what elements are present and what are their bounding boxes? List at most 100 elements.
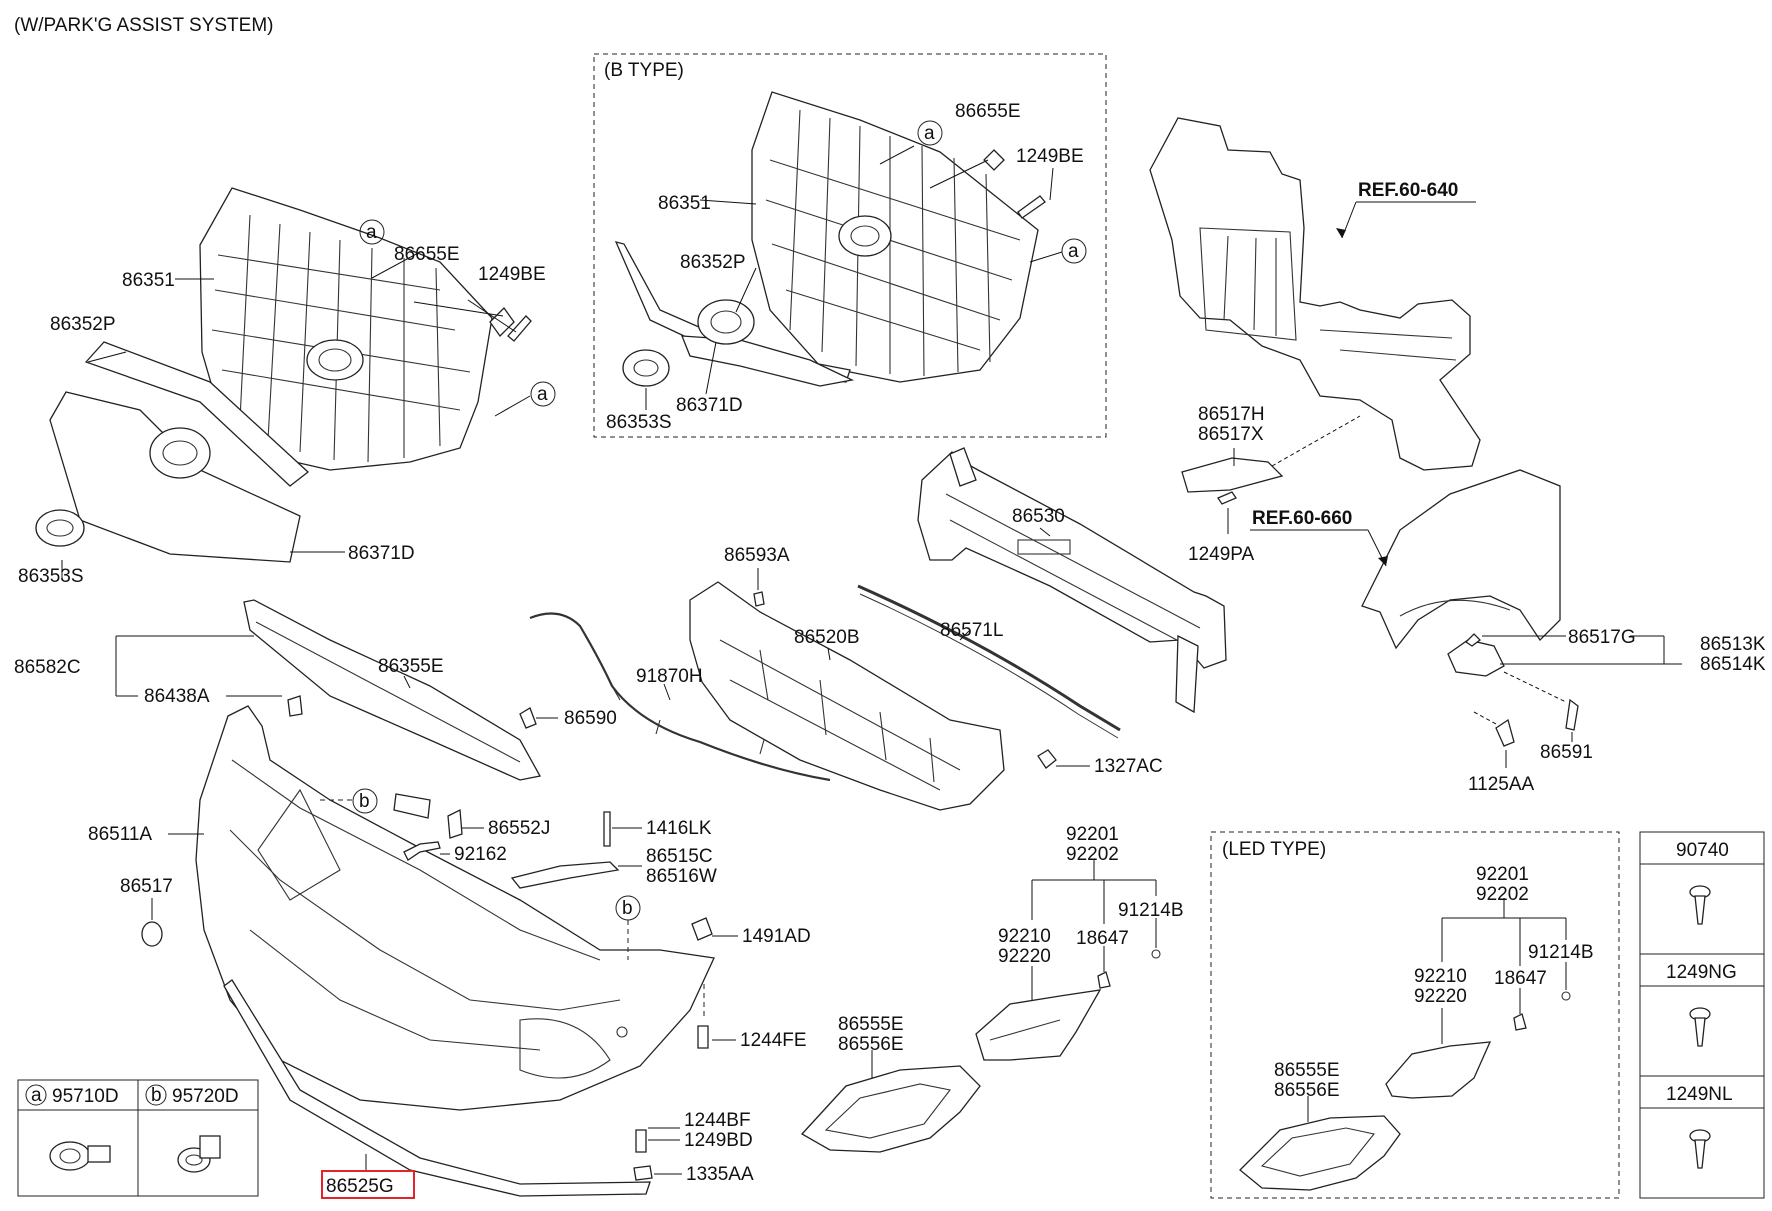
led-label-92220: 92220 [1414, 986, 1467, 1007]
label-86513K: 86513K [1700, 634, 1766, 655]
bulb-91214B [1151, 949, 1161, 959]
label-86593A: 86593A [724, 545, 790, 566]
b-type-inset-title: (B TYPE) [604, 60, 684, 81]
label-86552J: 86552J [488, 818, 550, 839]
label-1249PA: 1249PA [1188, 544, 1255, 565]
energy-absorber-86520B [689, 581, 1005, 811]
radiator-grille-main [199, 187, 493, 471]
led-label-92201: 92201 [1476, 864, 1529, 885]
label-86517X: 86517X [1198, 424, 1264, 445]
b-type-callout-a-top-label: a [924, 123, 935, 144]
screw-1249NL-icon [1689, 1129, 1711, 1169]
legend-95710D: 95710D [52, 1086, 119, 1107]
b-type-garnish-86371D [681, 299, 855, 387]
bracket-86517H [1181, 457, 1284, 493]
clip-86593A [753, 591, 765, 607]
b-type-clip-86655E [983, 149, 1005, 171]
screw-90740-icon [1689, 885, 1711, 925]
rod-86571L [857, 584, 1121, 732]
fog-lamp-cover-86555E [800, 1065, 981, 1153]
label-1249BE: 1249BE [478, 264, 546, 285]
label-92201: 92201 [1066, 824, 1119, 845]
b-type-inset-box [593, 53, 1107, 438]
bracket-86552J [393, 793, 431, 819]
label-86525G: 86525G [326, 1176, 394, 1197]
bumper-cover-86511A [195, 705, 715, 1111]
garnish-86515C [510, 861, 620, 889]
label-86520B: 86520B [794, 627, 860, 648]
label-91870H: 91870H [636, 666, 703, 687]
callout-b-lower-label: b [622, 898, 633, 919]
screw-1249PA [1217, 491, 1237, 505]
label-1249BD: 1249BD [684, 1130, 753, 1151]
b-type-callout-a-side-label: a [1068, 241, 1079, 262]
label-86582C: 86582C [14, 657, 81, 678]
bolt-1416LK [603, 811, 611, 847]
fastener-1249NL-label: 1249NL [1666, 1084, 1733, 1105]
label-86571L: 86571L [940, 620, 1003, 641]
b-type-screw-1249BE [1017, 195, 1046, 219]
label-86438A: 86438A [144, 686, 210, 707]
clip-1335AA [633, 1165, 653, 1181]
diagram-title: (W/PARK'G ASSIST SYSTEM) [14, 15, 273, 36]
screw-86591 [1565, 698, 1579, 731]
label-86514K: 86514K [1700, 654, 1766, 675]
label-86517G: 86517G [1568, 627, 1636, 648]
led-type-inset-title: (LED TYPE) [1222, 839, 1326, 860]
led-label-18647: 18647 [1494, 968, 1547, 989]
legend-95720D: 95720D [172, 1086, 239, 1107]
wiring-harness-91870H [529, 612, 831, 782]
label-86516W: 86516W [646, 866, 717, 887]
screw-92162 [403, 841, 441, 861]
b-type-label-1249BE: 1249BE [1016, 146, 1084, 167]
label-86591: 86591 [1540, 742, 1593, 763]
fastener-table [1639, 831, 1765, 1199]
label-1244BF: 1244BF [684, 1110, 751, 1131]
clip-86655E [489, 306, 515, 338]
lower-lip-86525G [223, 979, 651, 1197]
label-92162: 92162 [454, 844, 507, 865]
led-label-86555E: 86555E [1274, 1060, 1340, 1081]
legend-callout-b: b [151, 1085, 162, 1106]
screw-1244FE [697, 1025, 709, 1049]
highlight-86525G [321, 1170, 415, 1199]
b-type-label-86371D: 86371D [676, 395, 743, 416]
led-fog-lamp-92201 [1385, 1041, 1492, 1099]
label-92220: 92220 [998, 946, 1051, 967]
label-86530: 86530 [1012, 506, 1065, 527]
label-86355E: 86355E [378, 656, 444, 677]
screw-1244BF [635, 1129, 647, 1153]
fastener-90740-label: 90740 [1676, 840, 1729, 861]
label-1335AA: 1335AA [686, 1164, 754, 1185]
emblem-86353S [35, 509, 85, 547]
b-type-label-86351: 86351 [658, 193, 711, 214]
led-fog-lamp-cover-86555E [1239, 1115, 1401, 1191]
label-86511A: 86511A [88, 824, 152, 845]
led-label-92210: 92210 [1414, 966, 1467, 987]
b-type-callout-a-side [1061, 238, 1087, 264]
led-label-91214B: 91214B [1528, 942, 1594, 963]
ref-60-640-label: REF.60-640 [1358, 180, 1458, 201]
fog-lamp-92201 [975, 989, 1102, 1061]
b-type-emblem-86353S [622, 349, 670, 387]
callout-a-grille-side [530, 381, 556, 407]
parking-sensor-a-icon [49, 1141, 111, 1171]
label-86590: 86590 [564, 708, 617, 729]
label-86556E: 86556E [838, 1034, 904, 1055]
clip-86438A [287, 695, 303, 717]
clip-86590 [519, 707, 537, 729]
b-type-label-86655E: 86655E [955, 101, 1021, 122]
clip-86517G [1464, 633, 1481, 647]
led-label-92202: 92202 [1476, 884, 1529, 905]
bracket-86513K [1447, 639, 1505, 677]
fastener-1249NG-label: 1249NG [1666, 962, 1737, 983]
label-86655E: 86655E [394, 244, 460, 265]
b-type-label-86352P: 86352P [680, 252, 746, 273]
label-1491AD: 1491AD [742, 926, 811, 947]
label-1327AC: 1327AC [1094, 756, 1163, 777]
label-86555E: 86555E [838, 1014, 904, 1035]
callout-b-upper [352, 788, 378, 814]
callout-b-upper-label: b [359, 791, 370, 812]
bracket-86552J-end [447, 808, 463, 839]
